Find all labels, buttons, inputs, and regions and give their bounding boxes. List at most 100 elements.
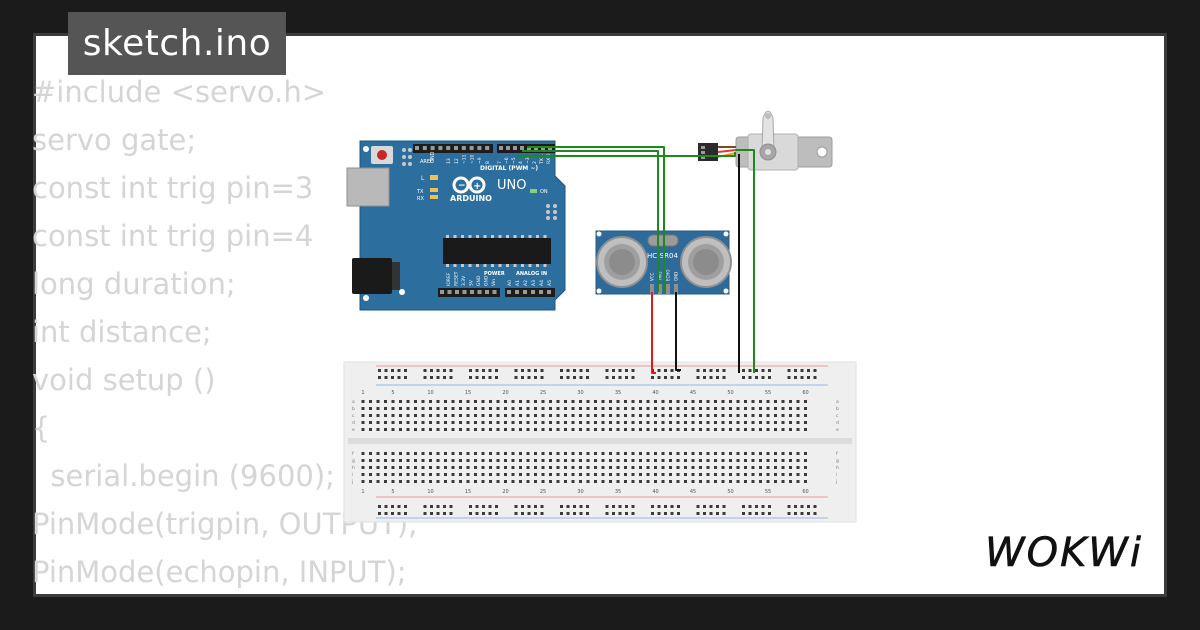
code-line[interactable]: servo gate; [32,123,197,157]
row-letter: d [352,420,355,426]
code-line[interactable]: int distance; [32,315,212,349]
column-number: 60 [802,489,808,495]
aref-label: AREF [420,159,433,165]
column-number: 30 [577,390,583,396]
digital-pin-label: 8 [485,161,491,164]
row-letter: f [836,451,838,457]
wire-sensor-gnd [675,292,681,371]
column-number: 10 [427,489,433,495]
power-jack [352,258,392,294]
svg-text:WOKWi: WOKWi [985,530,1143,576]
row-letter: f [352,451,354,457]
column-number: 50 [727,390,733,396]
code-line[interactable]: const int trig pin=3 [32,171,314,205]
column-number: 35 [615,390,621,396]
arduino-brand-label: ARDUINO [450,194,492,203]
code-line[interactable]: PinMode(echopin, INPUT); [32,555,407,589]
row-letter: d [836,420,839,426]
row-letter: e [352,428,355,433]
power-pin-label: 5V [469,279,475,286]
row-letter: c [352,414,355,419]
breadboard-column-numbers: 1155101015152020252530303535404045455050… [361,390,808,495]
row-letter: i [836,472,837,478]
breadboard-holes[interactable] [361,369,817,515]
code-line[interactable]: const int trig pin=4 [32,219,314,253]
digital-pin-label: 13 [446,158,452,164]
digital-pin-label: RX 0 [546,153,552,164]
row-letter: g [836,459,839,464]
column-number: 30 [577,489,583,495]
code-line[interactable]: { [32,411,51,445]
on-led-label: ON [540,189,548,195]
sensor-pin-label: GND [674,272,679,281]
analog-header-label: ANALOG IN [516,271,547,277]
transducer-right [680,236,732,288]
code-line[interactable]: serial.begin (9600); [32,459,335,493]
column-number: 10 [427,390,433,396]
usb-port [346,167,390,207]
row-letter: i [352,472,353,478]
servo-motor[interactable] [698,110,833,171]
row-letter: a [352,400,355,405]
column-number: 20 [502,390,508,396]
wire-servo-vcc [736,149,755,373]
power-pin-label: IOREF [446,272,452,286]
digital-pin-label: ~10 [469,154,475,164]
gnd-label: GND [430,151,436,163]
wire-sensor-vcc [651,292,656,374]
row-letter: b [836,406,839,412]
column-number: 50 [727,489,733,495]
column-number: 5 [391,390,394,396]
header-power [438,288,500,297]
sensor-pin[interactable] [658,284,662,294]
sensor-pin[interactable] [674,284,678,294]
file-tab[interactable]: sketch.ino [68,12,286,75]
wokwi-logo[interactable]: WOKWi [978,528,1150,578]
row-letter: j [351,479,353,485]
wire-echo [522,150,659,292]
code-line[interactable]: void setup () [32,363,216,397]
wire-servo-signal [517,152,736,157]
led-tx-label: TX [416,189,424,195]
code-line[interactable]: PinMode(trigpin, OUTPUT); [32,507,418,541]
column-number: 55 [765,489,771,495]
digital-pin-label: 7 [497,161,503,164]
sensor-pin-label: TRIG [658,271,663,282]
analog-pin-label: A5 [547,280,553,286]
column-number: 45 [690,390,696,396]
sensor-pin[interactable] [666,284,670,294]
column-number: 15 [465,489,471,495]
sensor-model-label: HC-SR04 [647,252,678,260]
led-rx-label: RX [417,196,424,202]
power-pin-label: GND [484,275,490,286]
header-analog [505,288,555,297]
code-editor[interactable]: #include <servo.h> servo gate; const int t… [32,68,418,596]
column-number: 5 [391,489,394,495]
svg-text:+: + [473,181,481,192]
code-line[interactable]: long duration; [32,267,236,301]
power-pin-label: RESET [454,271,460,286]
wire-trig [527,146,665,292]
column-number: 15 [465,390,471,396]
analog-pin-label: A2 [523,280,529,286]
digital-label: DIGITAL (PWM ~) [480,165,538,172]
column-number: 35 [615,489,621,495]
digital-pin-label: ~5 [511,157,517,164]
column-number: 60 [802,390,808,396]
header-aref-8 [413,144,493,153]
power-pin-label: 3.3V [461,275,467,286]
column-number: 20 [502,489,508,495]
digital-pin-label: 2 [532,161,538,164]
column-number: 45 [690,489,696,495]
power-header-label: POWER [484,271,505,277]
column-number: 25 [540,489,546,495]
svg-text:−: − [458,181,466,191]
breadboard: 1155101015152020252530303535404045455050… [343,361,857,523]
sensor-pin[interactable] [650,284,654,294]
code-line[interactable]: #include <servo.h> [32,75,327,109]
digital-pin-label: 4 [518,161,524,164]
atmega-chip [443,238,551,264]
